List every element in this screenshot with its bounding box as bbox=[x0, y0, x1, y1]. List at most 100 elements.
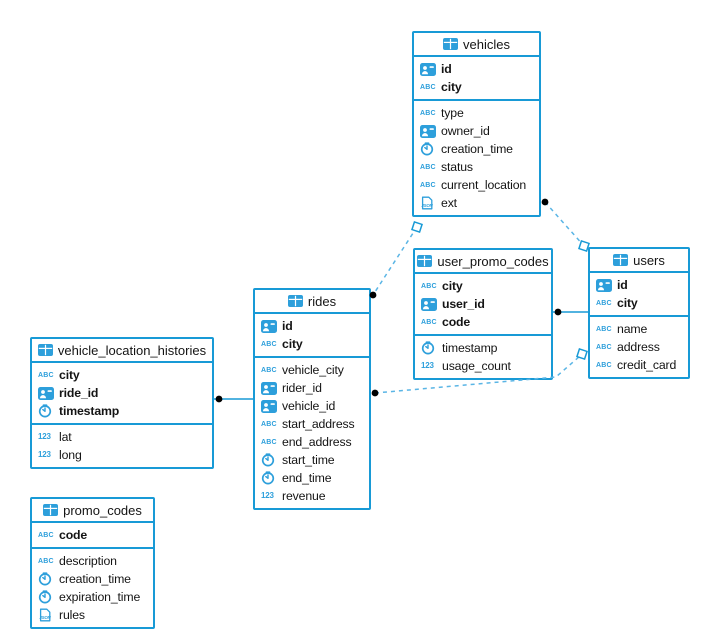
field-label: code bbox=[442, 315, 471, 329]
field-start_time[interactable]: start_time bbox=[255, 451, 369, 469]
field-label: start_time bbox=[282, 453, 335, 467]
columns-section: ABC description creation_time expiration… bbox=[32, 547, 153, 627]
field-end_address[interactable]: ABC end_address bbox=[255, 433, 369, 451]
field-label: credit_card bbox=[617, 358, 677, 372]
field-timestamp[interactable]: timestamp bbox=[32, 402, 212, 420]
columns-section: ABC name ABC address ABC credit_card bbox=[590, 315, 688, 377]
field-name[interactable]: ABC name bbox=[590, 320, 688, 338]
field-address[interactable]: ABC address bbox=[590, 338, 688, 356]
abc-text-icon: ABC bbox=[420, 109, 436, 117]
id-card-icon bbox=[596, 278, 613, 292]
field-owner_id[interactable]: owner_id bbox=[414, 122, 539, 140]
abc-text-icon: ABC bbox=[420, 83, 436, 91]
field-long[interactable]: 123 long bbox=[32, 446, 212, 464]
field-end_time[interactable]: end_time bbox=[255, 469, 369, 487]
field-usage_count[interactable]: 123 usage_count bbox=[415, 357, 551, 375]
id-card-icon bbox=[261, 319, 278, 333]
field-vehicle_city[interactable]: ABC vehicle_city bbox=[255, 361, 369, 379]
field-label: ride_id bbox=[59, 386, 99, 400]
table-grid-icon bbox=[287, 295, 303, 307]
field-label: end_time bbox=[282, 471, 332, 485]
relation-dot-endpoint bbox=[541, 198, 549, 206]
field-label: city bbox=[617, 296, 638, 310]
field-description[interactable]: ABC description bbox=[32, 552, 153, 570]
field-vehicle_id[interactable]: vehicle_id bbox=[255, 397, 369, 415]
relation-dot-endpoint bbox=[554, 308, 562, 316]
table-title: users bbox=[633, 252, 665, 268]
clock-icon bbox=[38, 404, 55, 418]
field-city[interactable]: ABC city bbox=[415, 277, 551, 295]
field-expiration_time[interactable]: expiration_time bbox=[32, 588, 153, 606]
field-city[interactable]: ABC city bbox=[414, 78, 539, 96]
table-vehicle_location_histories[interactable]: vehicle_location_histories ABC city ride… bbox=[30, 337, 214, 469]
field-id[interactable]: id bbox=[590, 276, 688, 294]
field-city[interactable]: ABC city bbox=[32, 366, 212, 384]
123-number-icon: 123 bbox=[261, 491, 274, 500]
field-id[interactable]: id bbox=[255, 317, 369, 335]
table-rides[interactable]: rides id ABC city ABC vehicle_city rider… bbox=[253, 288, 371, 510]
table-header[interactable]: vehicle_location_histories bbox=[32, 339, 212, 363]
table-grid-icon bbox=[43, 504, 59, 516]
field-start_address[interactable]: ABC start_address bbox=[255, 415, 369, 433]
clock-icon bbox=[38, 572, 55, 586]
field-current_location[interactable]: ABC current_location bbox=[414, 176, 539, 194]
table-header[interactable]: promo_codes bbox=[32, 499, 153, 523]
abc-text-icon: ABC bbox=[420, 181, 436, 189]
id-card-icon bbox=[421, 297, 438, 311]
field-label: ext bbox=[441, 196, 457, 210]
table-vehicles[interactable]: vehicles id ABC city ABC type owner_id c… bbox=[412, 31, 541, 217]
field-creation_time[interactable]: creation_time bbox=[32, 570, 153, 588]
relation-dot-endpoint bbox=[371, 389, 379, 397]
columns-section: ABC vehicle_city rider_id vehicle_id ABC… bbox=[255, 356, 369, 508]
field-type[interactable]: ABC type bbox=[414, 104, 539, 122]
table-grid-icon bbox=[417, 255, 433, 267]
columns-section: timestamp 123 usage_count bbox=[415, 334, 551, 378]
field-label: code bbox=[59, 528, 88, 542]
field-city[interactable]: ABC city bbox=[255, 335, 369, 353]
field-label: city bbox=[442, 279, 463, 293]
clock-icon bbox=[421, 341, 438, 355]
field-city[interactable]: ABC city bbox=[590, 294, 688, 312]
primary-key-section: ABC code bbox=[32, 523, 153, 547]
relation-square-endpoint bbox=[576, 348, 588, 360]
field-label: usage_count bbox=[442, 359, 511, 373]
columns-section: ABC type owner_id creation_time ABC stat… bbox=[414, 99, 539, 215]
field-credit_card[interactable]: ABC credit_card bbox=[590, 356, 688, 374]
abc-text-icon: ABC bbox=[596, 325, 612, 333]
id-card-icon bbox=[261, 399, 278, 413]
field-label: timestamp bbox=[59, 404, 120, 418]
abc-text-icon: ABC bbox=[261, 366, 277, 374]
field-ride_id[interactable]: ride_id bbox=[32, 384, 212, 402]
table-grid-icon bbox=[37, 344, 53, 356]
field-timestamp[interactable]: timestamp bbox=[415, 339, 551, 357]
field-label: lat bbox=[59, 430, 72, 444]
table-promo_codes[interactable]: promo_codes ABC code ABC description cre… bbox=[30, 497, 155, 629]
field-label: name bbox=[617, 322, 648, 336]
relation-dot-endpoint bbox=[215, 395, 223, 403]
primary-key-section: id ABC city bbox=[590, 273, 688, 315]
field-label: city bbox=[59, 368, 80, 382]
field-code[interactable]: ABC code bbox=[32, 526, 153, 544]
field-ext[interactable]: JSON ext bbox=[414, 194, 539, 212]
table-header[interactable]: users bbox=[590, 249, 688, 273]
field-status[interactable]: ABC status bbox=[414, 158, 539, 176]
field-creation_time[interactable]: creation_time bbox=[414, 140, 539, 158]
field-user_id[interactable]: user_id bbox=[415, 295, 551, 313]
field-label: id bbox=[441, 62, 452, 76]
table-header[interactable]: rides bbox=[255, 290, 369, 314]
field-lat[interactable]: 123 lat bbox=[32, 428, 212, 446]
field-rider_id[interactable]: rider_id bbox=[255, 379, 369, 397]
table-users[interactable]: users id ABC city ABC name ABC address A… bbox=[588, 247, 690, 379]
json-doc-icon: JSON bbox=[38, 608, 55, 622]
table-header[interactable]: user_promo_codes bbox=[415, 250, 551, 274]
field-revenue[interactable]: 123 revenue bbox=[255, 487, 369, 505]
field-code[interactable]: ABC code bbox=[415, 313, 551, 331]
abc-text-icon: ABC bbox=[261, 420, 277, 428]
field-label: timestamp bbox=[442, 341, 498, 355]
field-rules[interactable]: JSON rules bbox=[32, 606, 153, 624]
field-id[interactable]: id bbox=[414, 60, 539, 78]
primary-key-section: id ABC city bbox=[255, 314, 369, 356]
table-header[interactable]: vehicles bbox=[414, 33, 539, 57]
table-user_promo_codes[interactable]: user_promo_codes ABC city user_id ABC co… bbox=[413, 248, 553, 380]
